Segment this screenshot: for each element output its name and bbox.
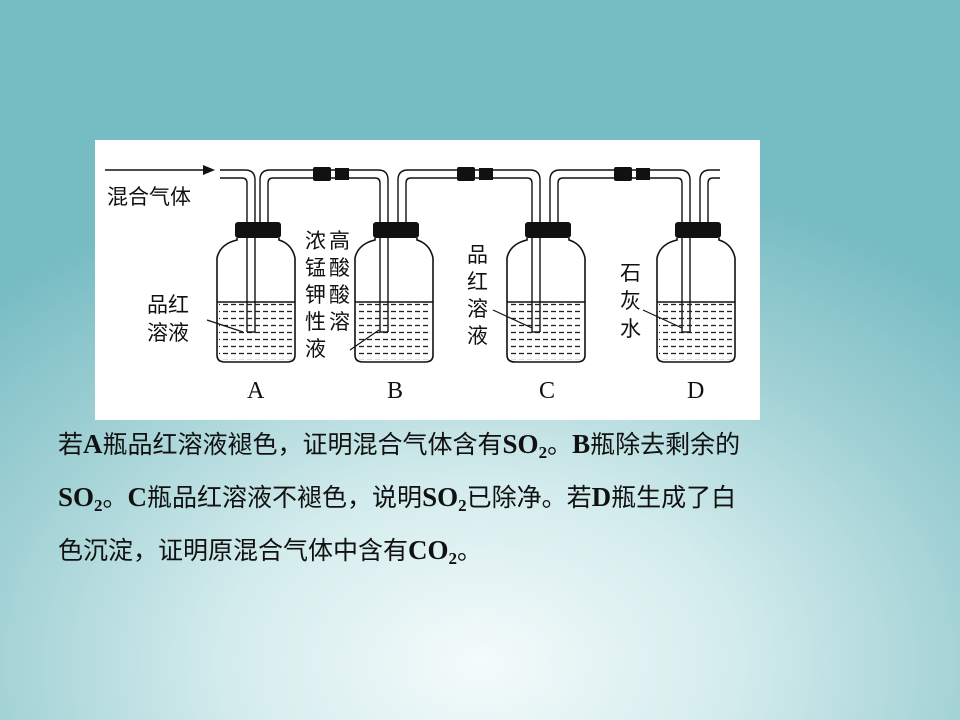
bottle-a: [216, 222, 296, 363]
reagent-b-char: 钾: [305, 283, 326, 307]
formula-subscript: 2: [458, 496, 467, 515]
apparatus-svg: 混合气体: [105, 165, 736, 404]
leader-lines: [206, 309, 683, 351]
reagent-c-char: 液: [467, 324, 488, 348]
rubber-joints: [313, 167, 650, 181]
formula-subscript: 2: [448, 549, 458, 568]
reagent-d-char: 灰: [620, 289, 641, 313]
bottle-ref: D: [591, 482, 612, 512]
reagent-c-char: 红: [467, 270, 488, 294]
bottle-d: [656, 222, 736, 363]
text-run: 若: [58, 430, 84, 459]
bottle-ref: B: [572, 429, 591, 459]
apparatus-diagram: 混合气体: [95, 140, 760, 420]
reagent-b-char: 液: [305, 337, 326, 361]
reagent-b-char: 性: [305, 310, 326, 334]
text-run: 。: [102, 483, 128, 512]
reagent-c-char: 品: [467, 243, 488, 267]
explanation-text: 若A瓶品红溶液褪色，证明混合气体含有SO2。B瓶除去剩余的 SO2。C瓶品红溶液…: [58, 418, 928, 577]
formula: CO: [408, 535, 449, 565]
text-run: 瓶品红溶液不褪色，说明: [147, 483, 423, 512]
bottle-label-d: D: [687, 378, 704, 404]
reagent-c-char: 溶: [467, 297, 488, 321]
bottle-c: [506, 222, 586, 363]
formula: SO: [422, 482, 459, 512]
text-run: 。: [457, 536, 483, 565]
bottle-label-a: A: [247, 378, 265, 404]
reagent-d-char: 石: [620, 261, 641, 285]
explanation-line-2: SO2。C瓶品红溶液不褪色，说明SO2已除净。若D瓶生成了白: [58, 471, 928, 524]
inlet-label: 混合气体: [107, 185, 191, 209]
reagent-a-line-2: 溶液: [147, 321, 189, 345]
reagent-b-char: 酸: [329, 256, 350, 280]
text-run: 色沉淀，证明原混合气体中含有: [58, 536, 409, 565]
bottle-label-b: B: [387, 378, 403, 404]
reagent-d-char: 水: [620, 317, 641, 341]
bottle-label-c: C: [539, 378, 555, 404]
formula: SO: [58, 482, 95, 512]
explanation-line-1: 若A瓶品红溶液褪色，证明混合气体含有SO2。B瓶除去剩余的: [58, 418, 928, 471]
bottle-ref: A: [83, 429, 103, 459]
inlet-arrow: [105, 165, 215, 175]
reagent-b-char: 溶: [329, 310, 350, 334]
text-run: 瓶品红溶液褪色，证明混合气体含有: [102, 430, 503, 459]
reagent-a-line-1: 品红: [147, 293, 189, 317]
explanation-line-3: 色沉淀，证明原混合气体中含有CO2。: [58, 524, 928, 577]
reagent-b-char: 锰: [305, 256, 326, 280]
formula-subscript: 2: [94, 496, 103, 515]
text-run: 已除净。若: [466, 483, 592, 512]
text-run: 瓶除去剩余的: [590, 430, 741, 459]
reagent-b-char: 浓: [305, 229, 326, 253]
text-run: 。: [547, 430, 573, 459]
text-run: 瓶生成了白: [611, 483, 737, 512]
formula-subscript: 2: [538, 443, 548, 462]
formula: SO: [502, 429, 539, 459]
bottle-ref: C: [127, 482, 148, 512]
reagent-b-char: 酸: [329, 283, 350, 307]
bottle-b: [354, 222, 434, 363]
reagent-b-char: 高: [329, 229, 350, 253]
